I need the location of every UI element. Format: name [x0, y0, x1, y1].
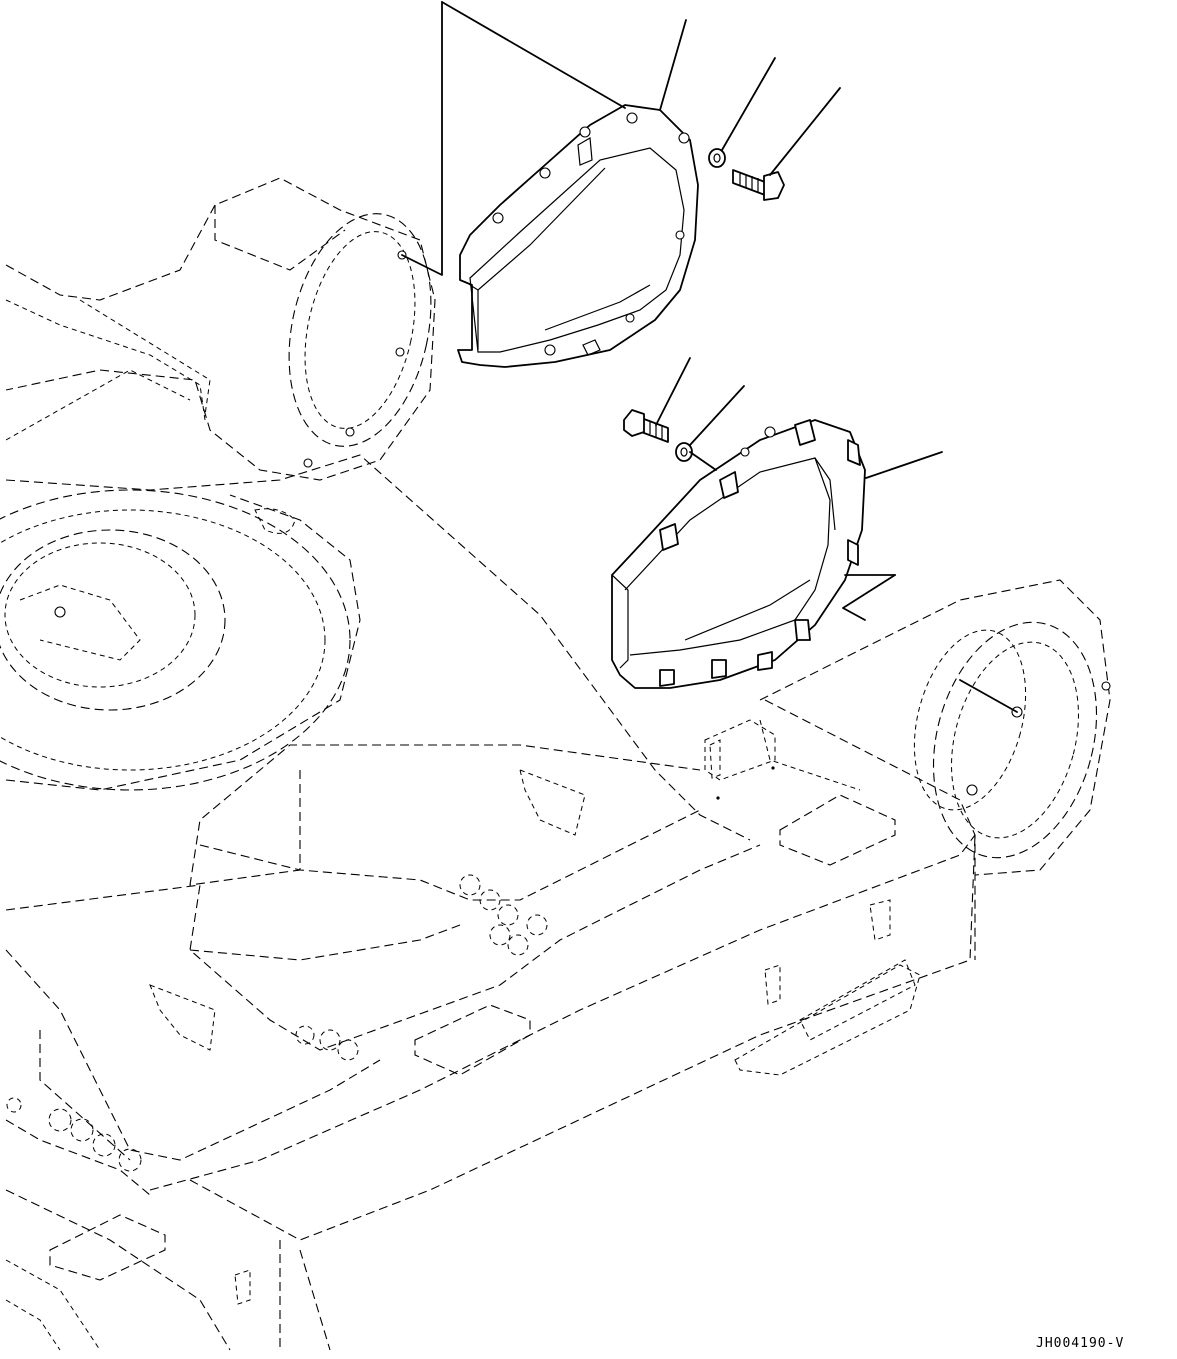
upper-cover-plate	[457, 104, 699, 368]
leader-lines	[401, 1, 1018, 713]
upper-washer	[708, 148, 726, 168]
lower-washer	[675, 442, 693, 462]
upper-bolt	[732, 169, 785, 201]
bolt-cluster-left	[6, 1025, 359, 1172]
bolt-cluster-center	[459, 874, 548, 956]
track-frame-background	[0, 177, 1111, 1351]
lower-cover-plate	[611, 419, 866, 689]
drawing-code: JH004190-V	[1036, 1336, 1125, 1351]
